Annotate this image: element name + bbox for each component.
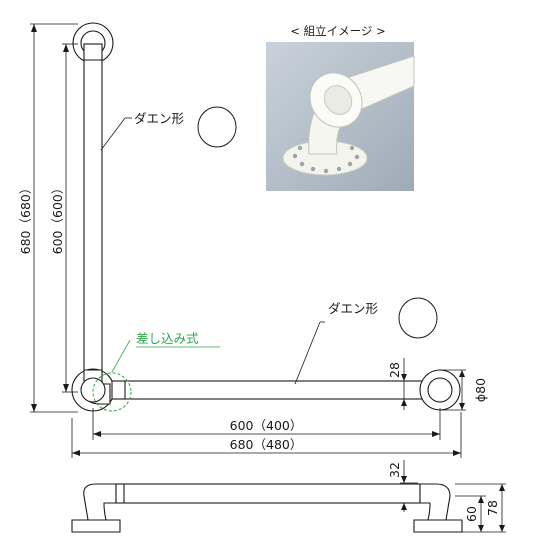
right-flange-inner: [427, 377, 453, 403]
daen-shape-top: [197, 106, 237, 148]
dim-horizontal-outer: 680（480）: [230, 437, 303, 452]
photo-title: < 組立イメージ >: [290, 24, 385, 38]
dim-vertical-outer: 680（680）: [18, 182, 33, 255]
side-right-base: [413, 519, 463, 533]
dim-60: 60: [464, 506, 479, 522]
dim-28: 28: [387, 362, 402, 378]
side-pipe: [115, 483, 421, 504]
side-left-base: [71, 519, 121, 533]
side-view: [71, 483, 463, 533]
insertion-detail-circle: [92, 372, 132, 412]
leaders: [100, 117, 325, 385]
sashikomi-leader: [111, 339, 131, 373]
label-daen-top: ダエン形: [134, 111, 185, 126]
daen-shape-right: [398, 297, 438, 339]
side-right-elbow: [419, 483, 451, 521]
dim-horizontal-inner: 600（400）: [230, 418, 303, 433]
dimension-arrows: [31, 24, 505, 532]
dim-78: 78: [485, 500, 500, 516]
dim-phi80: ϕ80: [473, 378, 488, 402]
vertical-pipe: [83, 43, 103, 387]
assembly-photo: < 組立イメージ >: [266, 24, 415, 191]
side-left-elbow: [83, 483, 117, 521]
label-sashikomi: 差し込み式: [136, 331, 199, 346]
photo-plate-holes: [292, 145, 360, 174]
label-daen-right: ダエン形: [328, 301, 379, 316]
horizontal-pipe: [111, 380, 435, 400]
dim-vertical-inner: 600（600）: [50, 182, 65, 255]
dim-32: 32: [387, 462, 402, 478]
